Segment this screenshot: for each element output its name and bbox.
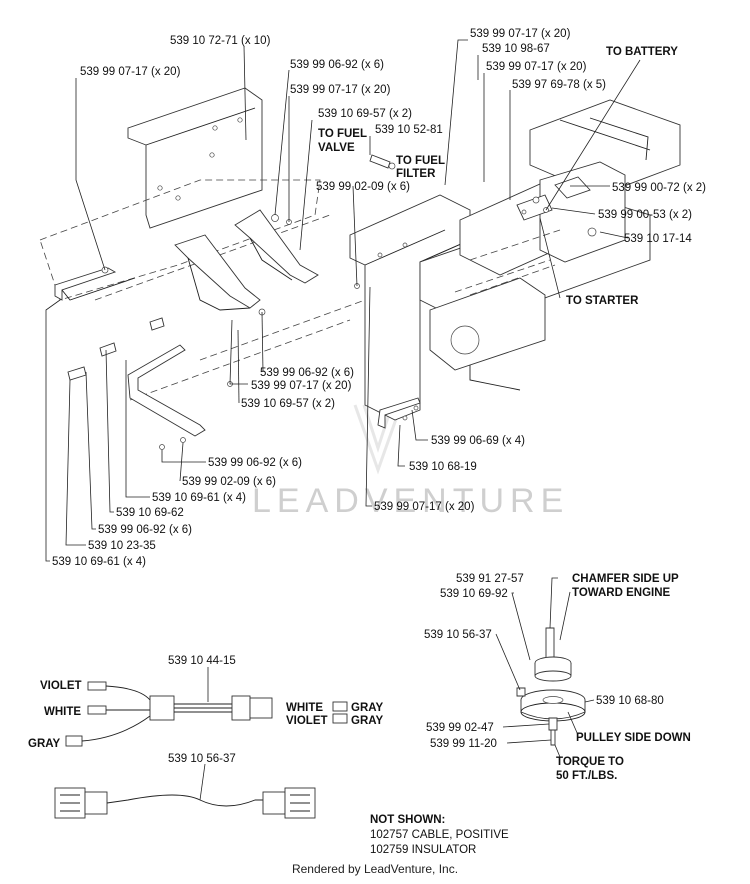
callout-c24: 539 99 07-17 (x 20) <box>374 501 475 513</box>
note-pulley-side: PULLEY SIDE DOWN <box>576 732 691 744</box>
callout-c12: 539 99 00-72 (x 2) <box>612 182 706 194</box>
callout-labels: 539 10 72-71 (x 10) 539 99 07-17 (x 20) … <box>52 28 706 765</box>
callout-c23: 539 10 69-62 <box>116 507 184 519</box>
note-chamfer-2: TOWARD ENGINE <box>572 587 671 599</box>
callout-c10: 539 99 07-17 (x 20) <box>486 61 587 73</box>
callout-c22: 539 10 69-61 (x 4) <box>152 492 246 504</box>
fuel-fitting <box>369 154 396 170</box>
callout-c07: 539 99 02-09 (x 6) <box>316 181 410 193</box>
note-to-fuel-filter-2: FILTER <box>396 168 436 180</box>
engine-frame <box>349 99 681 421</box>
callout-c30: 539 10 56-37 <box>424 629 492 641</box>
note-to-fuel-valve-1: TO FUEL <box>318 128 367 140</box>
parts-diagram: LEADVENTURE <box>28 28 706 856</box>
callout-c02: 539 99 07-17 (x 20) <box>80 66 181 78</box>
callout-c05: 539 10 69-57 (x 2) <box>318 108 412 120</box>
bracket-lower <box>127 344 206 437</box>
bracket-right <box>234 209 319 284</box>
callout-c34: 539 10 44-15 <box>168 655 236 667</box>
callout-c17: 539 10 69-57 (x 2) <box>241 398 335 410</box>
note-to-fuel-valve-2: VALVE <box>318 142 355 154</box>
callout-c04: 539 99 07-17 (x 20) <box>290 84 391 96</box>
callout-c08: 539 99 07-17 (x 20) <box>470 28 571 40</box>
callout-c35: 539 10 56-37 <box>168 753 236 765</box>
footer-credit: Rendered by LeadVenture, Inc. <box>291 862 459 876</box>
wire-white-right: WHITE <box>286 702 323 714</box>
callout-c06: 539 10 52-81 <box>375 124 443 136</box>
callout-c29: 539 10 69-92 <box>440 588 508 600</box>
small-bracket <box>377 397 421 429</box>
note-to-starter: TO STARTER <box>566 295 639 307</box>
hardware <box>67 214 414 450</box>
harness-56-37 <box>54 787 316 819</box>
callout-c15: 539 99 06-92 (x 6) <box>260 367 354 379</box>
not-shown-item: 102757 CABLE, POSITIVE <box>370 829 509 841</box>
bracket-middle <box>174 234 261 311</box>
callout-c21: 539 99 02-09 (x 6) <box>182 476 276 488</box>
not-shown-block: NOT SHOWN: 102757 CABLE, POSITIVE 102759… <box>370 814 509 856</box>
callout-c19: 539 10 68-19 <box>409 461 477 473</box>
callout-c33: 539 99 11-20 <box>430 738 497 750</box>
callout-c11: 539 97 69-78 (x 5) <box>512 79 606 91</box>
callout-c09: 539 10 98-67 <box>482 43 550 55</box>
callout-c01: 539 10 72-71 (x 10) <box>170 35 271 47</box>
harness-44-15 <box>65 681 348 747</box>
wire-gray-left: GRAY <box>28 738 60 750</box>
callout-c18: 539 99 06-69 (x 4) <box>431 435 525 447</box>
callout-c03: 539 99 06-92 (x 6) <box>290 59 384 71</box>
note-to-battery: TO BATTERY <box>606 46 678 58</box>
callout-c28: 539 91 27-57 <box>456 573 524 585</box>
pulley-assembly <box>516 627 586 746</box>
watermark-logo <box>353 404 403 475</box>
watermark-text: LEADVENTURE <box>252 482 569 520</box>
watermark: LEADVENTURE <box>252 404 569 520</box>
callout-c26: 539 10 23-35 <box>88 540 156 552</box>
wire-white-left: WHITE <box>44 706 81 718</box>
note-chamfer-1: CHAMFER SIDE UP <box>572 573 679 585</box>
wire-labels: VIOLET WHITE GRAY WHITE GRAY VIOLET GRAY <box>28 680 383 750</box>
wire-gray-right-2: GRAY <box>351 715 383 727</box>
note-labels: TO BATTERY TO FUEL VALVE TO FUEL FILTER … <box>318 46 691 782</box>
callout-c13: 539 99 00-53 (x 2) <box>598 209 692 221</box>
mounting-plate <box>127 87 263 229</box>
wire-violet-right: VIOLET <box>286 715 328 727</box>
note-torque-1: TORQUE TO <box>556 756 624 768</box>
bracket-left <box>54 267 136 301</box>
callout-c31: 539 10 68-80 <box>596 695 664 707</box>
note-to-fuel-filter-1: TO FUEL <box>396 155 445 167</box>
leader-lines <box>45 39 641 801</box>
callout-c25: 539 99 06-92 (x 6) <box>98 524 192 536</box>
callout-c16: 539 99 07-17 (x 20) <box>251 380 352 392</box>
callout-c32: 539 99 02-47 <box>426 722 494 734</box>
callout-c20: 539 99 06-92 (x 6) <box>208 457 302 469</box>
callout-c14: 539 10 17-14 <box>624 233 692 245</box>
not-shown-title: NOT SHOWN: <box>370 814 445 826</box>
callout-c27: 539 10 69-61 (x 4) <box>52 556 146 568</box>
wire-gray-right-1: GRAY <box>351 702 383 714</box>
note-torque-2: 50 FT./LBS. <box>556 770 617 782</box>
wire-violet-left: VIOLET <box>40 680 82 692</box>
not-shown-item: 102759 INSULATOR <box>370 844 476 856</box>
